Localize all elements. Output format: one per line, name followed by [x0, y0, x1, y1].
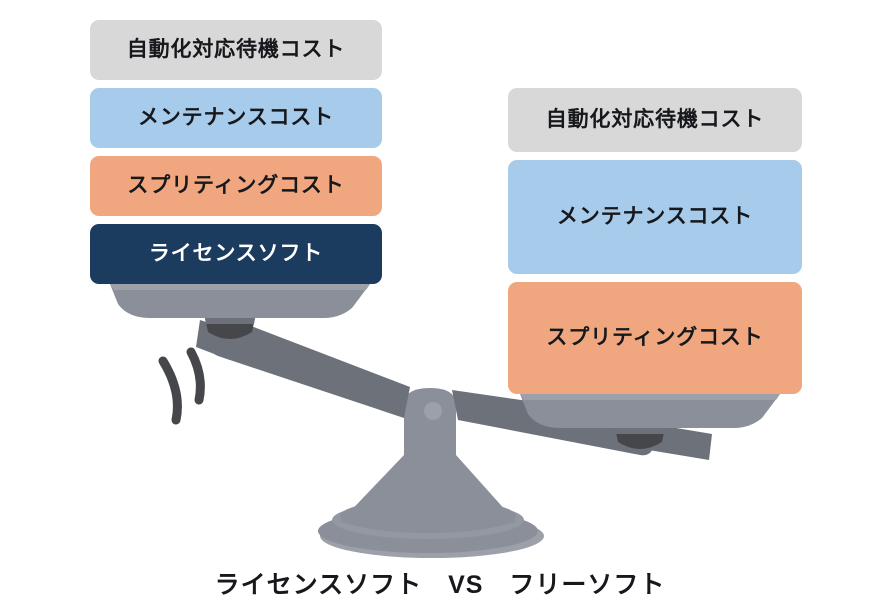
right-pan-dish [520, 394, 780, 428]
base-cone-cap [340, 499, 516, 533]
left-pan-lip [110, 284, 370, 290]
right-cost-box-3[interactable]: スプリティングコスト [508, 282, 802, 394]
left-cost-box-2[interactable]: メンテナンスコスト [90, 88, 382, 148]
left-cost-box-1-label: 自動化対応待機コスト [126, 38, 346, 62]
right-cost-box-1-label: 自動化対応待機コスト [545, 108, 765, 132]
scale-column [404, 388, 456, 475]
caption-text: ライセンスソフト VS フリーソフト [214, 571, 666, 599]
left-cost-box-2-label: メンテナンスコスト [137, 106, 335, 130]
right-pan-lip [520, 394, 780, 400]
beam-left-arm [209, 317, 410, 418]
left-cost-box-4-label: ライセンスソフト [148, 242, 324, 266]
swoosh-motion-lines [158, 347, 205, 425]
left-cost-box-1[interactable]: 自動化対応待機コスト [90, 20, 382, 80]
left-cost-box-3[interactable]: スプリティングコスト [90, 156, 382, 216]
right-cost-box-3-label: スプリティングコスト [546, 326, 764, 350]
left-cost-box-4[interactable]: ライセンスソフト [90, 224, 382, 284]
right-cost-box-2[interactable]: メンテナンスコスト [508, 160, 802, 274]
left-pan [110, 284, 370, 339]
left-cost-box-3-label: スプリティングコスト [127, 174, 345, 198]
right-pan [520, 394, 780, 449]
swoosh-arc-inner [186, 347, 205, 405]
right-cost-box-2-label: メンテナンスコスト [556, 205, 754, 229]
swoosh-arc-outer [158, 356, 182, 425]
pivot-bolt [424, 402, 442, 420]
left-cost-stack: 自動化対応待機コスト メンテナンスコスト スプリティングコスト ライセンスソフト [90, 20, 382, 284]
scale-base [318, 455, 544, 558]
right-cost-box-1[interactable]: 自動化対応待機コスト [508, 88, 802, 152]
column-top-round [404, 388, 456, 475]
right-cost-stack: 自動化対応待機コスト メンテナンスコスト スプリティングコスト [508, 88, 802, 394]
left-pan-dish [110, 284, 370, 318]
